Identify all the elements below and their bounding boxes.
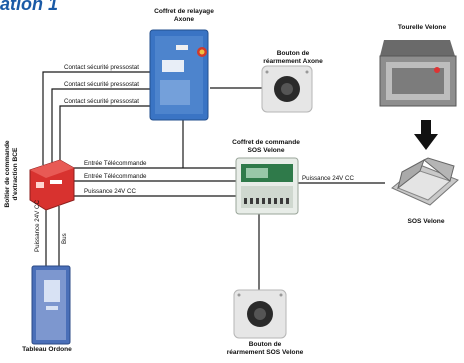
sos-hatch-icon bbox=[391, 157, 459, 206]
turret-fan-icon bbox=[379, 40, 457, 107]
reset-button-icon bbox=[233, 289, 287, 339]
label-puissance-vert: Puissance 24V CC bbox=[34, 200, 41, 252]
wire-pressostat-2 bbox=[51, 88, 150, 165]
bce-box-icon bbox=[29, 159, 75, 211]
label-puissance-2: Puissance 24V CC bbox=[302, 175, 354, 182]
label-bouton-axone: Bouton de réarmement Axone bbox=[263, 50, 323, 65]
label-telecommande-2: Entrée Télécommande bbox=[84, 173, 147, 180]
relay-cabinet-icon bbox=[149, 29, 209, 121]
page-title-fragment: ation 1 bbox=[0, 0, 59, 14]
reset-button-icon bbox=[261, 65, 313, 113]
down-arrow-icon bbox=[414, 120, 438, 150]
control-box-icon bbox=[235, 157, 299, 215]
panel-icon bbox=[31, 265, 71, 345]
label-pressostat-1: Contact sécurité pressostat bbox=[64, 64, 139, 71]
label-pressostat-3: Contact sécurité pressostat bbox=[64, 98, 139, 105]
label-coffret-relayage: Coffret de relayage Axone bbox=[154, 8, 214, 23]
label-bus: Bus bbox=[61, 233, 68, 244]
wire-pressostat-1 bbox=[42, 71, 150, 165]
label-coffret-sos: Coffret de commande SOS Velone bbox=[232, 139, 300, 154]
label-sos-velone: SOS Velone bbox=[407, 218, 445, 225]
label-telecommande-1: Entrée Télécommande bbox=[84, 160, 147, 167]
wire-pressostat-3 bbox=[59, 105, 150, 165]
label-bouton-sos: Bouton de réarmement SOS Velone bbox=[226, 341, 304, 356]
label-tableau: Tableau Ordone bbox=[22, 346, 72, 353]
label-tourelle: Tourelle Velone bbox=[397, 24, 447, 31]
label-boitier-bce: Boîtier de commande d'extraction BCE bbox=[4, 140, 19, 208]
label-pressostat-2: Contact sécurité pressostat bbox=[64, 81, 139, 88]
label-puissance-1: Puissance 24V CC bbox=[84, 188, 136, 195]
